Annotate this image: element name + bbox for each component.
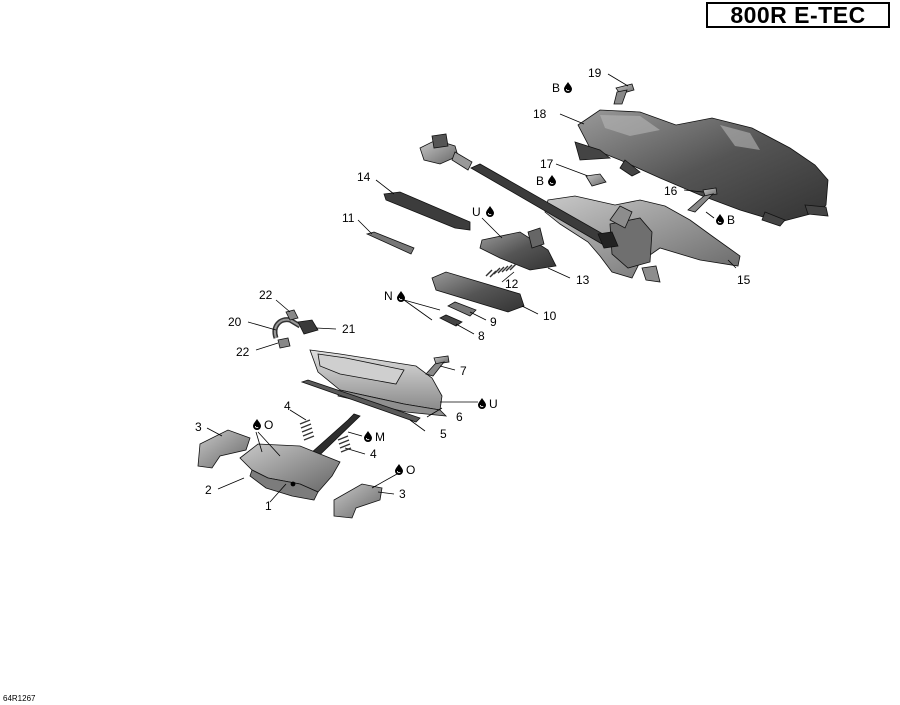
- part-3-shim-right: [333, 483, 383, 519]
- steering-shaft: [419, 133, 619, 249]
- lubricant-code-m: M: [375, 430, 385, 444]
- part-6-housing-side: [337, 389, 448, 417]
- callout-2: 2: [205, 483, 212, 497]
- lubricant-code-u: U: [472, 205, 481, 219]
- part-7-screw: [425, 355, 450, 377]
- lubricant-code-n: N: [384, 289, 393, 303]
- callout-14: 14: [357, 170, 371, 184]
- part-9-spacer: [447, 301, 477, 317]
- callout-4: 4: [370, 447, 377, 461]
- part-3-shim-left: [197, 429, 251, 469]
- lubricant-code-b: B: [727, 213, 735, 227]
- drawing-code: 64R1267: [3, 694, 36, 703]
- part-17-nut: [585, 173, 607, 187]
- lubricant-code-o: O: [406, 463, 415, 477]
- part-18-cover-highlight: [600, 115, 760, 150]
- callout-3: 3: [195, 420, 202, 434]
- lubricant-drop-icon: [715, 213, 725, 226]
- callout-6: 6: [456, 410, 463, 424]
- callout-1: 1: [265, 499, 272, 513]
- callout-18: 18: [533, 107, 547, 121]
- part-5-trim: [300, 379, 421, 423]
- callout-21: 21: [342, 322, 356, 336]
- part-6-housing-top: [317, 353, 405, 385]
- part-8-pin: [439, 314, 463, 327]
- part-22-clamp-top: [285, 309, 299, 321]
- callout-22: 22: [236, 345, 250, 359]
- part-10-gasket: [431, 271, 525, 313]
- callout-10: 10: [543, 309, 557, 323]
- callout-12: 12: [505, 277, 519, 291]
- part-22-clamp-bottom: [277, 337, 291, 349]
- part-1-base-hole: [290, 481, 296, 487]
- callout-5: 5: [440, 427, 447, 441]
- part-1-base-front: [249, 469, 319, 501]
- callout-9: 9: [490, 315, 497, 329]
- callout-22: 22: [259, 288, 273, 302]
- callout-16: 16: [664, 184, 678, 198]
- part-20-hose: [272, 317, 302, 339]
- part-13-boot: [479, 231, 557, 271]
- lubricant-drop-icon: [563, 81, 573, 94]
- part-18-cover: [577, 109, 829, 223]
- callout-19: 19: [588, 66, 602, 80]
- lubricant-drop-icon: [394, 463, 404, 476]
- part-12-springs: [485, 263, 517, 278]
- lubricant-drop-icon: [363, 430, 373, 443]
- part-14-seal: [383, 191, 471, 231]
- lubricant-drop-icon: [396, 290, 406, 303]
- part-11-strip: [365, 231, 415, 255]
- part-16-screw: [687, 187, 718, 213]
- lubricant-code-u: U: [489, 397, 498, 411]
- callout-15: 15: [737, 273, 751, 287]
- part-21-valve: [297, 319, 319, 335]
- callout-20: 20: [228, 315, 242, 329]
- part-18-cover-skirt: [574, 141, 829, 227]
- part-4-spring-lower: [337, 435, 352, 453]
- callout-11: 11: [342, 211, 355, 225]
- callout-7: 7: [460, 364, 467, 378]
- leader-lines: [206, 73, 737, 503]
- part-15-bracket-fin: [609, 205, 661, 283]
- part-19-screw: [613, 83, 635, 105]
- callout-8: 8: [478, 329, 485, 343]
- lubricant-drop-icon: [477, 397, 487, 410]
- lubricant-drop-icon: [485, 205, 495, 218]
- callout-13: 13: [576, 273, 590, 287]
- lubricant-code-o: O: [264, 418, 273, 432]
- callout-4: 4: [284, 399, 291, 413]
- lubricant-code-b: B: [536, 174, 544, 188]
- part-15-bracket-block: [609, 217, 653, 269]
- lubricant-drop-icon: [252, 418, 262, 431]
- lubricant-drop-icon: [547, 174, 557, 187]
- part-13-boot-stem: [527, 227, 545, 249]
- lubricant-code-b: B: [552, 81, 560, 95]
- callout-17: 17: [540, 157, 554, 171]
- model-title: 800R E-TEC: [706, 2, 890, 28]
- callout-3: 3: [399, 487, 406, 501]
- part-4-spring-upper: [299, 419, 315, 441]
